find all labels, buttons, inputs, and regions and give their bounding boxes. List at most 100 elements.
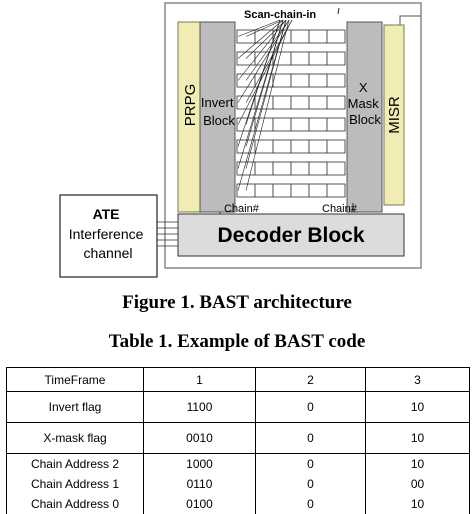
table-row-chain-address-0: Chain Address 0 0100 0 10 [6, 494, 470, 514]
fan-line [237, 19, 281, 147]
fan-line [237, 19, 284, 59]
table-cell: 00 [365, 474, 470, 494]
scan-cell [290, 139, 310, 154]
scan-cell [326, 183, 346, 198]
scan-cell [308, 73, 328, 88]
figure-frame [164, 2, 422, 269]
table-cell: X-mask flag [6, 422, 144, 454]
ate-label-2: Interference [69, 226, 144, 242]
fan-line [245, 19, 287, 59]
fan-line [237, 19, 290, 103]
table-cell: 10 [365, 453, 470, 474]
table-row-timeframe: TimeFrame 1 2 3 [6, 367, 470, 392]
scan-cell [254, 161, 274, 176]
scan-cell [326, 29, 346, 44]
x-mask-block-label-2: Mask [348, 96, 380, 111]
scan-cell [308, 95, 328, 110]
chain-right-label: Chain# [322, 203, 358, 215]
scan-cell [290, 95, 310, 110]
chain-left-bracket [226, 203, 234, 213]
table-cell: 10 [365, 494, 470, 514]
table-cell: 0110 [143, 474, 256, 494]
scan-cell [290, 117, 310, 132]
scan-cell [290, 183, 310, 198]
table-cell: 2 [255, 367, 366, 392]
scan-cell [326, 139, 346, 154]
table-row-chain-address-2: Chain Address 2 1000 0 10 [6, 453, 470, 474]
scan-cell [272, 73, 292, 88]
scan-cell [254, 139, 274, 154]
table-cell: Chain Address 2 [6, 453, 144, 474]
prpg-label: PRPG [182, 84, 199, 127]
chain-left-label: Chain# [224, 203, 260, 215]
fan-line [245, 19, 290, 81]
fan-line [237, 19, 293, 125]
scan-cell [272, 161, 292, 176]
scan-cell [308, 139, 328, 154]
scan-cell [308, 117, 328, 132]
decoder-block-label: Decoder Block [217, 224, 364, 247]
table-cell: 0 [255, 453, 366, 474]
table-cell: 0 [255, 494, 366, 514]
chain-right-bracket [352, 203, 358, 213]
table-cell: 10 [365, 391, 470, 423]
scan-cell [326, 117, 346, 132]
invert-block-label: Invert Block [201, 95, 237, 128]
x-mask-block [346, 21, 383, 213]
decoder-block [177, 213, 405, 257]
invert-block [199, 21, 236, 213]
table-cell: 0 [255, 422, 366, 454]
scan-cell [308, 183, 328, 198]
scan-cell [290, 51, 310, 66]
bast-architecture-figure: PRPG Invert Block X Mask Block MISR Scan… [59, 2, 422, 278]
fan-line [237, 19, 287, 191]
ate-channel-lines [157, 221, 178, 247]
table-cell: Chain Address 0 [6, 494, 144, 514]
misr-label: MISR [386, 96, 403, 134]
misr-block [383, 24, 405, 206]
table-cell: 1100 [143, 391, 256, 423]
table-row-invert-flag: Invert flag 1100 0 10 [6, 391, 470, 423]
x-mask-block-label: X Mask Block [348, 80, 383, 127]
table-cell: TimeFrame [6, 367, 144, 392]
scan-cell [326, 73, 346, 88]
scan-cell [308, 29, 328, 44]
scan-cell [272, 95, 292, 110]
table-cell: 10 [365, 422, 470, 454]
ate-label-1: ATE [93, 206, 120, 222]
table-cell: 0100 [143, 494, 256, 514]
scan-cell [272, 117, 292, 132]
scan-cell [290, 161, 310, 176]
bast-code-table: TimeFrame 1 2 3 Invert flag 1100 0 10 X-… [6, 367, 470, 514]
invert-block-label-1: Invert [201, 95, 234, 110]
scan-chains [236, 29, 346, 198]
invert-block-label-2: Block [203, 113, 235, 128]
scan-chain-in-label: Scan-chain-in [244, 9, 316, 21]
ate-label-3: channel [83, 245, 132, 261]
table-cell: 0 [255, 391, 366, 423]
x-mask-block-label-3: Block [349, 112, 381, 127]
table-cell: Chain Address 1 [6, 474, 144, 494]
table-cell: Invert flag [6, 391, 144, 423]
scan-cell [326, 161, 346, 176]
misr-output-line [399, 15, 421, 25]
scan-cell [254, 183, 274, 198]
table-row-chain-address-1: Chain Address 1 0110 0 00 [6, 474, 470, 494]
x-mask-block-label-1: X [359, 80, 368, 95]
fan-line [237, 19, 284, 169]
scan-cell [272, 183, 292, 198]
fan-line [237, 19, 287, 81]
table-cell: 0010 [143, 422, 256, 454]
fan-line [245, 19, 284, 37]
scan-cell [308, 51, 328, 66]
scan-chain-in-tick [337, 7, 340, 15]
table-caption: Table 1. Example of BAST code [108, 331, 366, 352]
scan-cell [326, 95, 346, 110]
table-cell: 3 [365, 367, 470, 392]
figure-caption: Figure 1. BAST architecture [122, 292, 352, 313]
scan-cell [272, 139, 292, 154]
ate-box [59, 194, 158, 278]
fan-line [245, 19, 290, 191]
scan-chain-in-fan [237, 19, 293, 191]
table-row-x-mask-flag: X-mask flag 0010 0 10 [6, 422, 470, 454]
